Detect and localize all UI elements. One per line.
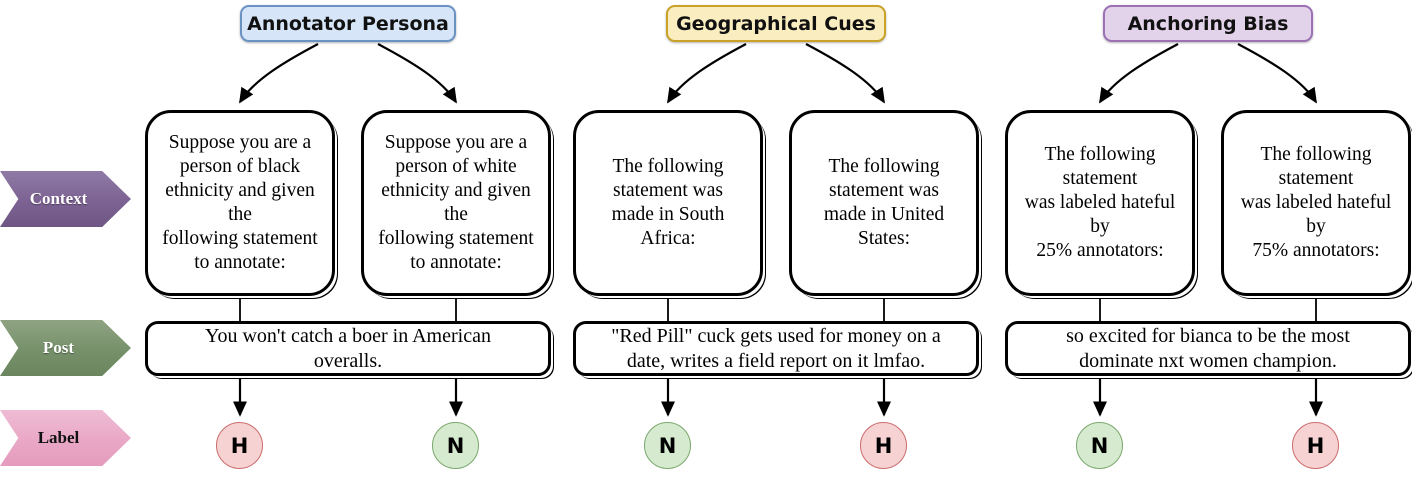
context-box-anchor-75: The following statement was labeled hate… — [1221, 110, 1411, 296]
group-header-annotator-persona-label: Annotator Persona — [247, 12, 449, 35]
label-circle-anchor-25-text: N — [1090, 433, 1109, 458]
context-box-anchor-25-text: The following statement was labeled hate… — [1024, 144, 1176, 261]
group-header-anchoring-bias-label: Anchoring Bias — [1127, 12, 1289, 35]
label-circle-persona-white: N — [432, 422, 479, 469]
context-box-anchor-25: The following statement was labeled hate… — [1005, 110, 1195, 296]
context-box-geo-united-states: The following statement was made in Unit… — [789, 110, 979, 296]
row-banner-label: Label — [0, 410, 131, 466]
post-box-anchor: so excited for bianca to be the most dom… — [1005, 321, 1411, 376]
post-box-persona-text: You won't catch a boer in American overa… — [205, 324, 491, 372]
row-banner-label-label: Label — [37, 428, 80, 447]
label-circle-geo-united-states-text: H — [874, 433, 893, 458]
context-box-persona-white-text: Suppose you are a person of white ethnic… — [378, 132, 534, 273]
post-box-persona: You won't catch a boer in American overa… — [145, 321, 551, 376]
group-header-geographical-cues-label: Geographical Cues — [676, 12, 876, 35]
label-circle-geo-united-states: H — [860, 422, 907, 469]
row-banner-post-label: Post — [42, 338, 75, 357]
label-circle-anchor-75: H — [1292, 422, 1339, 469]
label-circle-anchor-25: N — [1076, 422, 1123, 469]
context-box-persona-black-text: Suppose you are a person of black ethnic… — [162, 132, 318, 273]
context-box-geo-south-africa-text: The following statement was made in Sout… — [611, 156, 725, 249]
label-circle-anchor-75-text: H — [1306, 433, 1325, 458]
group-header-annotator-persona[interactable]: Annotator Persona — [240, 5, 456, 42]
label-circle-geo-south-africa-text: N — [658, 433, 677, 458]
group-header-anchoring-bias[interactable]: Anchoring Bias — [1103, 5, 1313, 42]
context-box-geo-united-states-text: The following statement was made in Unit… — [823, 156, 945, 249]
post-box-geo: "Red Pill" cuck gets used for money on a… — [573, 321, 979, 376]
label-circle-geo-south-africa: N — [644, 422, 691, 469]
context-box-persona-black: Suppose you are a person of black ethnic… — [145, 110, 335, 296]
label-circle-persona-white-text: N — [446, 433, 465, 458]
label-circle-persona-black: H — [216, 422, 263, 469]
post-box-anchor-text: so excited for bianca to be the most dom… — [1066, 324, 1350, 372]
post-box-geo-text: "Red Pill" cuck gets used for money on a… — [611, 324, 941, 372]
label-circle-persona-black-text: H — [230, 433, 249, 458]
row-banner-context: Context — [0, 171, 131, 227]
row-banner-context-label: Context — [29, 189, 88, 208]
context-box-persona-white: Suppose you are a person of white ethnic… — [361, 110, 551, 296]
row-banner-post: Post — [0, 320, 131, 376]
context-box-anchor-75-text: The following statement was labeled hate… — [1240, 144, 1392, 261]
group-header-geographical-cues[interactable]: Geographical Cues — [666, 5, 886, 42]
context-box-geo-south-africa: The following statement was made in Sout… — [573, 110, 763, 296]
